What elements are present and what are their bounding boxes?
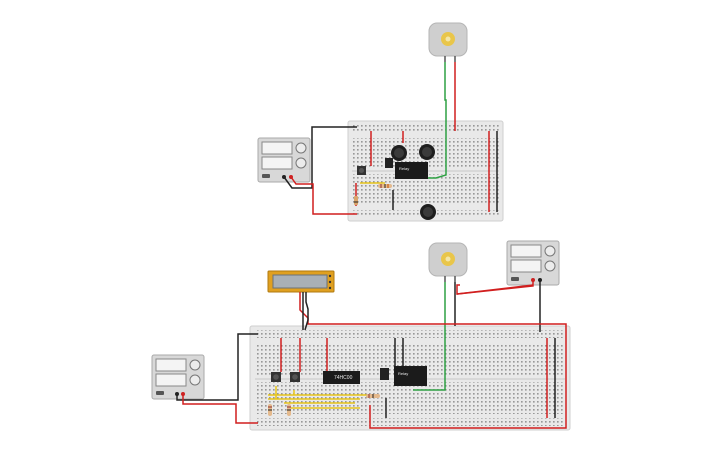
top-relay[interactable]: Relay <box>395 162 428 179</box>
bottom-resistor-3 <box>366 394 380 398</box>
bottom-power-supply-right[interactable] <box>506 240 560 286</box>
top-motor[interactable] <box>428 22 468 62</box>
top-resistor <box>378 184 392 188</box>
bottom-relay-label: Relay <box>398 371 408 376</box>
bottom-circuit: 74HC00 Relay <box>151 240 571 431</box>
top-circuit: Relay <box>257 22 504 222</box>
top-diode <box>354 196 358 205</box>
top-relay-label: Relay <box>399 166 409 171</box>
top-transistor-a <box>385 158 393 168</box>
bottom-relay[interactable]: Relay <box>394 366 427 386</box>
top-wires <box>283 62 498 215</box>
bottom-motor[interactable] <box>428 242 468 282</box>
bottom-ic[interactable]: 74HC00 <box>323 371 360 384</box>
top-capacitor-c <box>420 204 436 220</box>
top-power-supply[interactable] <box>257 137 311 183</box>
bottom-lcd[interactable] <box>267 270 335 293</box>
bottom-ic-label: 74HC00 <box>334 375 353 381</box>
bottom-resistor-2 <box>287 404 291 416</box>
bottom-push-button-2[interactable] <box>290 372 300 382</box>
bottom-push-button-1[interactable] <box>271 372 281 382</box>
top-push-button[interactable] <box>357 166 366 175</box>
bottom-transistor <box>380 368 389 380</box>
top-capacitor-b <box>419 144 435 160</box>
top-capacitor-a <box>391 145 407 161</box>
bottom-resistor-1 <box>268 404 272 416</box>
bottom-power-supply-left[interactable] <box>151 354 205 400</box>
bottom-wires <box>176 280 567 429</box>
